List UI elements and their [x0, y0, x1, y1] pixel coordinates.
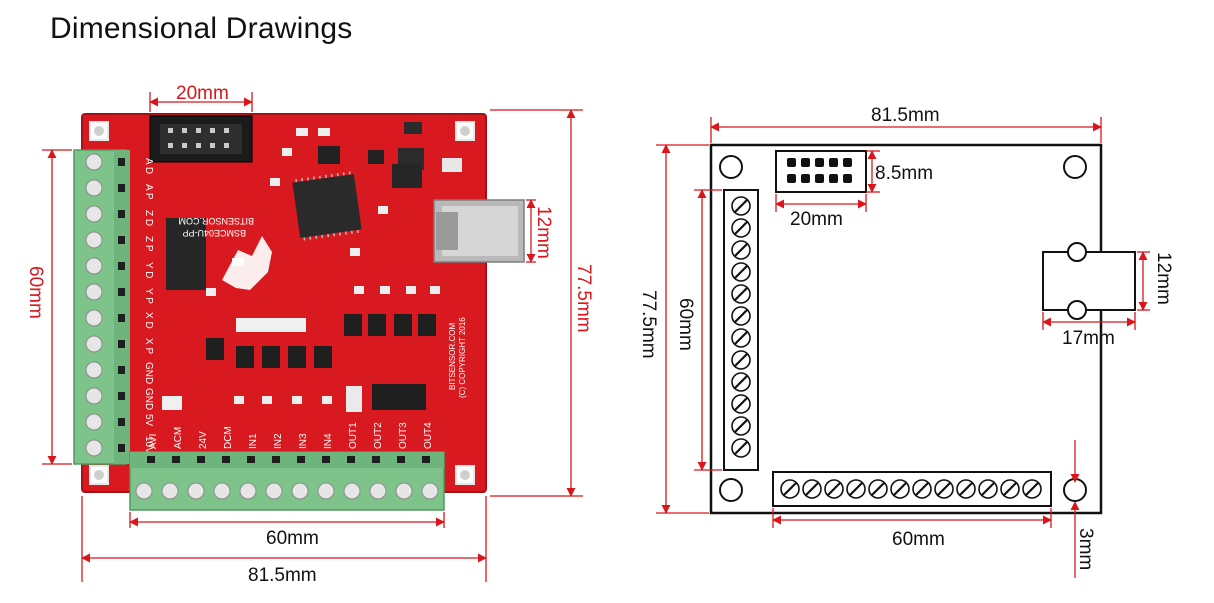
photo-board-height-label: 77.5mm: [573, 264, 594, 333]
mcu-chip: [292, 171, 362, 241]
left-terminal-block: [73, 149, 130, 465]
usb-connector: [433, 199, 525, 263]
eagle-logo: [222, 236, 272, 290]
left-label: Z P: [143, 236, 154, 252]
left-terminal-labels: A D A P Z D Z P Y D Y P X D X P GND GND …: [143, 158, 154, 454]
bottom-label: ACM: [173, 427, 184, 449]
outline-board-height-label: 77.5mm: [638, 290, 659, 359]
photo-header-width-label: 20mm: [176, 83, 229, 104]
left-label: X D: [143, 312, 154, 329]
outline-bottom-terminal-label: 60mm: [892, 529, 945, 550]
bottom-label: 24V: [198, 431, 209, 449]
silk-site: BITSENSOR.COM: [178, 216, 254, 226]
photo-dimensions: [42, 92, 583, 582]
left-label: Y P: [143, 288, 154, 304]
bottom-label: DCM: [223, 426, 234, 449]
left-label: A P: [143, 184, 154, 200]
page-title: Dimensional Drawings: [50, 12, 353, 45]
outline-left-terminal-label: 60mm: [675, 298, 696, 351]
left-label: 5V: [143, 414, 154, 427]
outline-board-width-label: 81.5mm: [871, 105, 940, 126]
buffer-chip: [166, 218, 206, 290]
smd-components: [162, 122, 462, 412]
bottom-label: IN4: [323, 433, 334, 449]
left-label: Z D: [143, 210, 154, 226]
outline-bottom-terminal: [772, 471, 1052, 507]
bottom-label: OUT4: [423, 422, 434, 449]
bottom-label: OUT2: [373, 422, 384, 449]
silk-model: BSMCE04U-PP: [182, 228, 246, 238]
bottom-label: AVI: [148, 434, 159, 449]
photo-board-width-label: 81.5mm: [248, 565, 317, 586]
left-label: X P: [143, 338, 154, 354]
outline-usb-width-label: 17mm: [1062, 328, 1115, 349]
outline-left-terminal: [723, 189, 759, 471]
left-label: GND: [143, 362, 154, 384]
mounting-holes: [89, 121, 475, 485]
bottom-label: IN3: [298, 433, 309, 449]
left-label: 10V: [143, 436, 154, 454]
pin-header: [149, 115, 253, 163]
photo-bottom-terminal-label: 60mm: [266, 528, 319, 549]
bottom-label: IN1: [248, 433, 259, 449]
photo-usb-height-label: 12mm: [533, 206, 554, 259]
transistors: [206, 314, 436, 410]
outline-usb-height-label: 12mm: [1153, 252, 1174, 305]
outline-header: [775, 150, 867, 193]
bottom-terminal-block: [129, 451, 445, 511]
outline-header-height-label: 8.5mm: [875, 163, 933, 184]
left-label: A D: [143, 158, 154, 174]
photo-left-terminal-label: 60mm: [25, 266, 46, 319]
left-label: GND: [143, 388, 154, 410]
left-label: Y D: [143, 262, 154, 279]
bottom-label: OUT3: [398, 422, 409, 449]
pcb-photo-view: BSMCE04U-PP BITSENSOR.COM BITSENSOR.COM …: [25, 83, 594, 586]
outline-usb: [1042, 242, 1136, 320]
outline-view: 81.5mm 8.5mm 20mm 77.5mm 60mm 12mm 17mm …: [638, 105, 1174, 578]
silk-copyright: (C) COPYRIGHT 2016: [458, 317, 467, 398]
outline-header-width-label: 20mm: [790, 209, 843, 230]
silk-copyright-site: BITSENSOR.COM: [448, 323, 457, 390]
outline-dimensions: [656, 117, 1150, 578]
bottom-label: OUT1: [348, 422, 359, 449]
bottom-label: IN2: [273, 433, 284, 449]
outline-edge-offset-label: 3mm: [1075, 528, 1096, 570]
outline-mounting-holes: [719, 155, 1087, 502]
bottom-terminal-labels: AVI ACM 24V DCM IN1 IN2 IN3 IN4 OUT1 OUT…: [148, 422, 434, 449]
